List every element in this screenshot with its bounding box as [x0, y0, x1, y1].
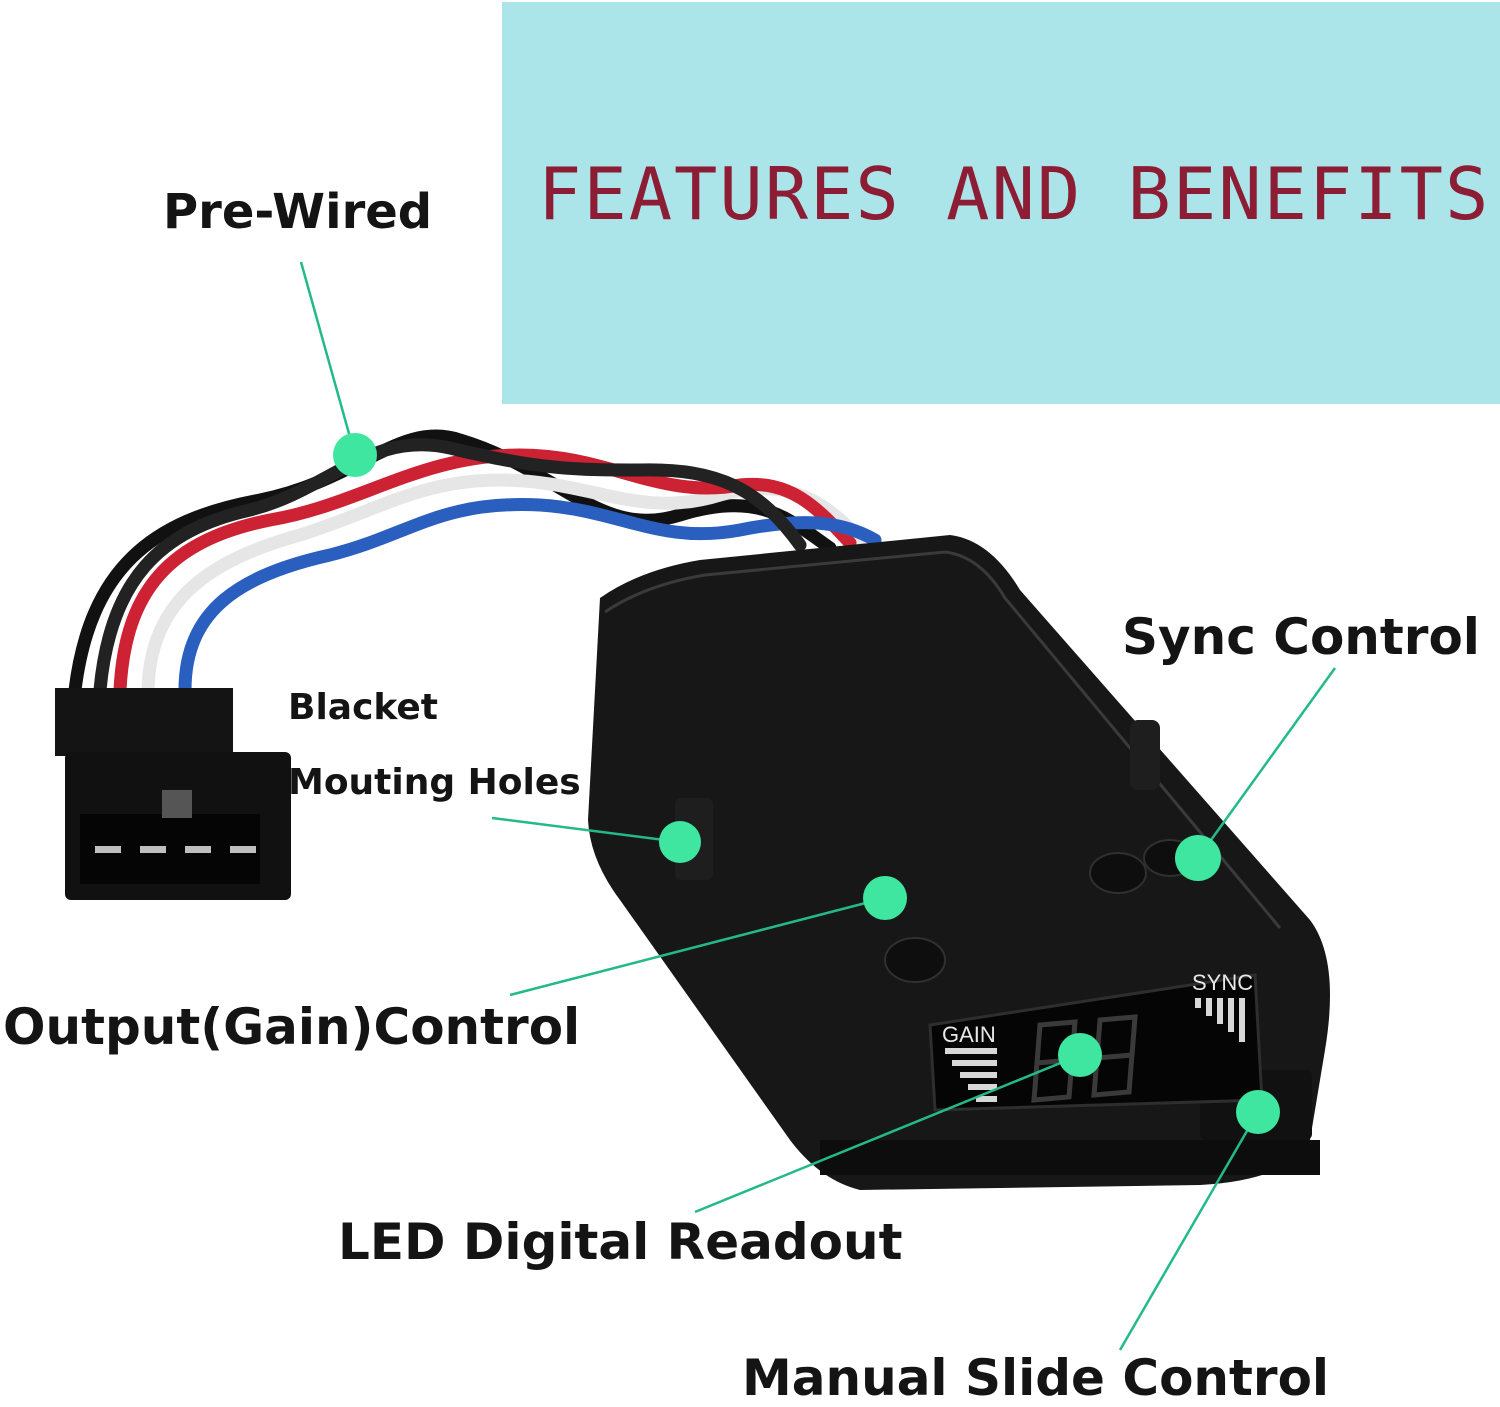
wire-connector [55, 688, 291, 900]
sync-level-bars [1195, 998, 1245, 1042]
callout-markers [333, 433, 1280, 1134]
sync-panel-label: SYNC [1192, 970, 1253, 995]
banner-title: FEATURES AND BENEFITS [538, 152, 1491, 236]
leader-line-pre-wired [299, 261, 357, 456]
gain-level-bars [945, 1048, 997, 1102]
marker-manual-slide [1236, 1090, 1280, 1134]
wire-harness [68, 429, 882, 697]
features-banner: FEATURES AND BENEFITS [502, 2, 1500, 404]
gain-button [884, 937, 946, 983]
label-led-digital-readout: LED Digital Readout [338, 1213, 903, 1271]
marker-gain-control [863, 876, 907, 920]
label-pre-wired: Pre-Wired [163, 184, 433, 240]
label-sync-control: Sync Control [1122, 608, 1480, 666]
label-output-gain-control: Output(Gain)Control [3, 998, 581, 1056]
leader-line-mounting-holes [491, 816, 681, 844]
leader-lines [299, 261, 1337, 1351]
leader-line-sync-control [1196, 667, 1337, 859]
leader-line-gain-control [509, 896, 886, 997]
sync-button-left [1089, 852, 1147, 894]
label-bracket: Blacket [288, 687, 439, 728]
marker-mounting-holes [659, 821, 701, 863]
marker-sync-control [1175, 835, 1221, 881]
marker-pre-wired [333, 433, 377, 477]
label-mounting-holes: Mouting Holes [288, 762, 581, 803]
leader-line-manual-slide [1118, 1111, 1260, 1351]
label-manual-slide-control: Manual Slide Control [742, 1349, 1330, 1407]
leader-line-led-readout [694, 1053, 1081, 1214]
marker-led-readout [1058, 1033, 1102, 1077]
gain-panel-label: GAIN [942, 1022, 996, 1047]
